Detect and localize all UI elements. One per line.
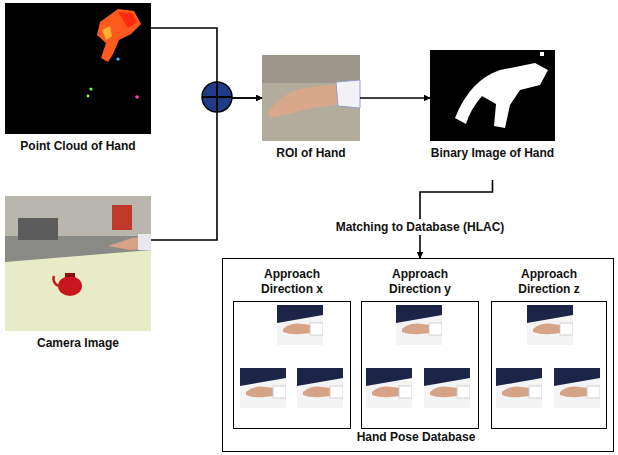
caption: Hand Pose Database [357, 430, 476, 445]
connector-arrow [360, 97, 430, 99]
database-box: Hand Pose Database Approach Direction x Ap… [222, 258, 614, 452]
caption: Binary Image of Hand [431, 146, 554, 161]
group-frame [491, 301, 607, 429]
caption: Camera Image [37, 336, 119, 351]
direction-group: Approach Direction y [361, 267, 479, 429]
edge-label: Matching to Database (HLAC) [333, 219, 508, 235]
caption: Point Cloud of Hand [20, 139, 135, 154]
direction-group: Approach Direction z [491, 267, 607, 429]
group-frame [233, 301, 351, 429]
group-frame [361, 301, 479, 429]
group-title: Approach Direction y [372, 267, 468, 297]
image-panel: Point Cloud of Hand [5, 3, 151, 161]
image-panel: ROI of Hand [262, 55, 360, 173]
group-title: Approach Direction x [244, 267, 340, 297]
group-title: Approach Direction z [501, 267, 597, 297]
connector-arrow [151, 98, 262, 240]
direction-group: Approach Direction x [233, 267, 351, 429]
image-panel: Binary Image of Hand [430, 50, 580, 178]
image-panel: Camera Image [5, 196, 151, 358]
caption: ROI of Hand [276, 146, 345, 161]
